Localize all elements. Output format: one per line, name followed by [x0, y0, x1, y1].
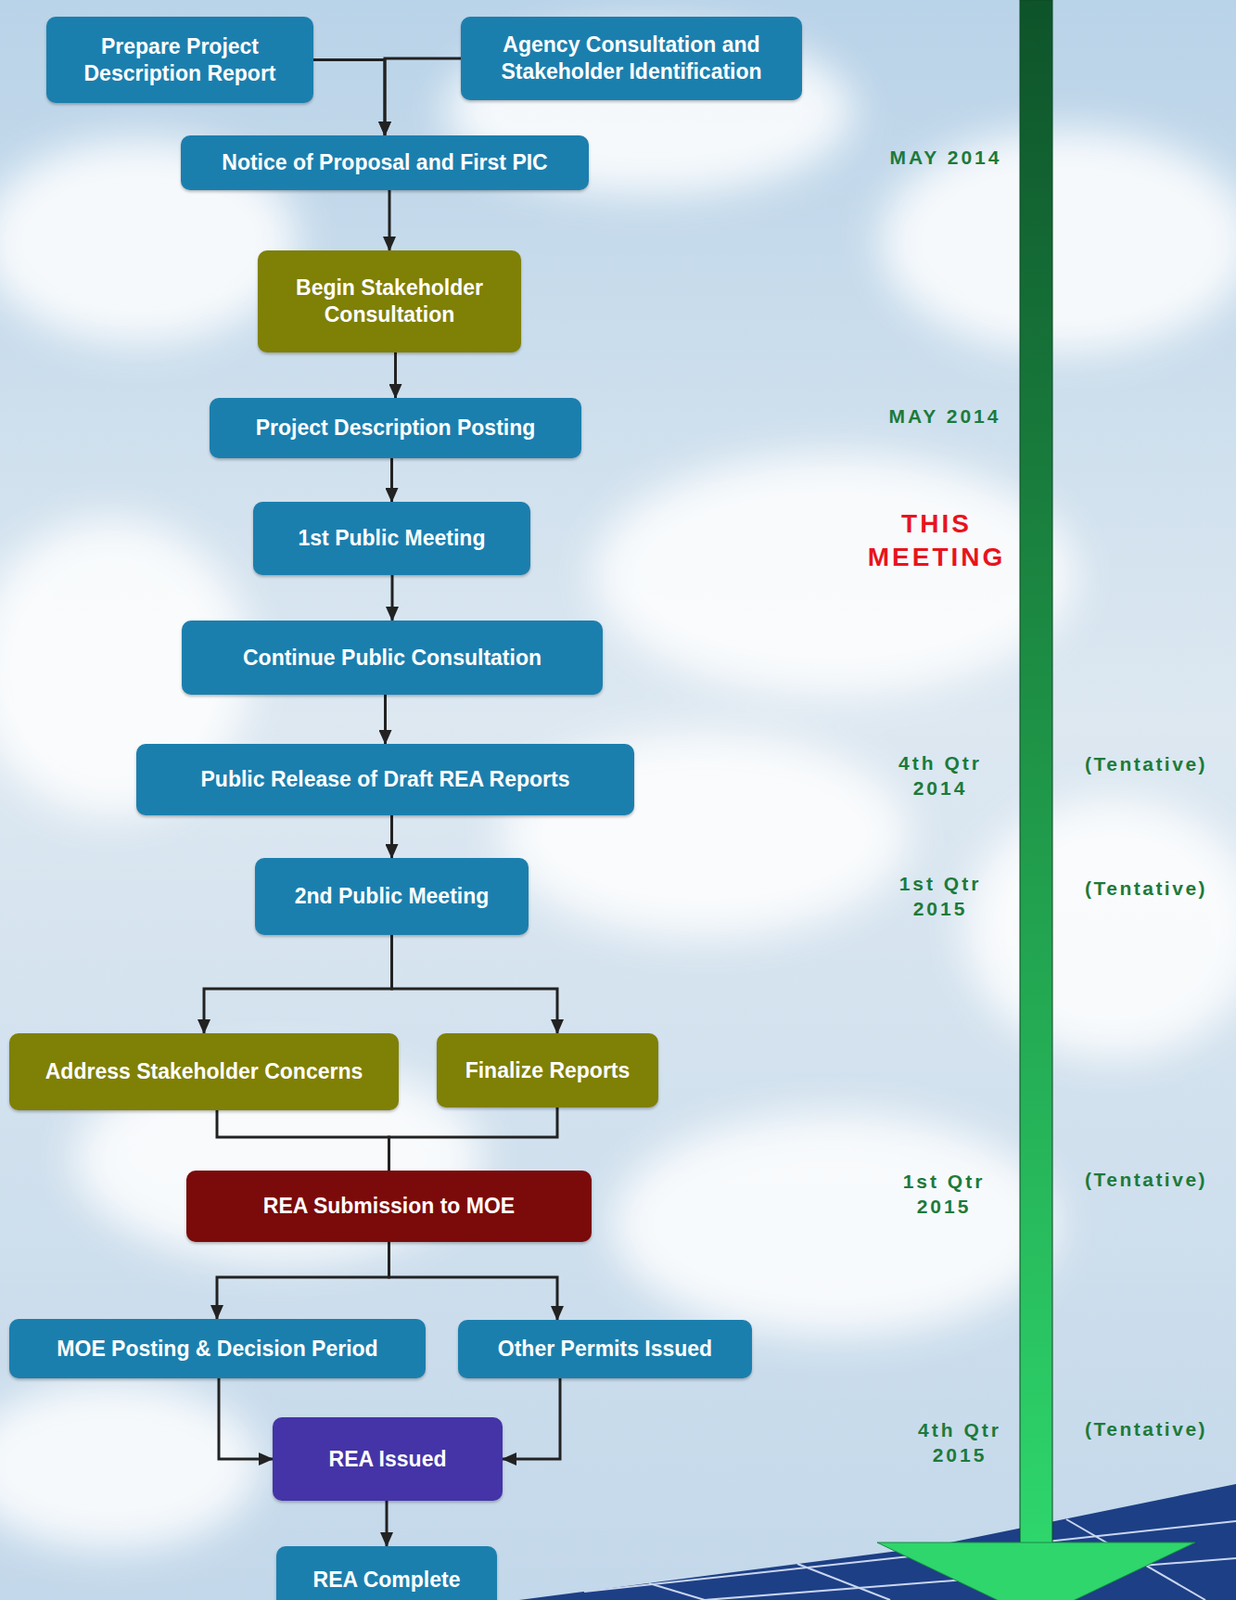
box-label: Prepare Project Description Report [59, 33, 301, 88]
connector-arrow [389, 1107, 559, 1171]
connector-arrow [216, 1109, 390, 1171]
text-group: Public Release of Draft REA Reports [201, 765, 571, 793]
box-label: Address Stakeholder Concerns [45, 1057, 364, 1085]
text-group: REA Complete [313, 1566, 461, 1593]
box-label: 2nd Public Meeting [294, 882, 490, 910]
status-note: (Tentative) [1062, 751, 1230, 777]
status-note: (Tentative) [1062, 875, 1230, 901]
box-label: Continue Public Consultation [242, 644, 542, 672]
box-label: Agency Consultation and Stakeholder Iden… [473, 31, 790, 86]
text-group: Prepare Project Description Report [59, 33, 301, 88]
current-marker: THIS MEETING [857, 507, 1016, 575]
status-note: (Tentative) [1062, 1415, 1230, 1441]
box-label: Public Release of Draft REA Reports [201, 765, 571, 793]
text-group: Address Stakeholder Concerns [45, 1057, 364, 1085]
text-group: Begin Stakeholder Consultation [270, 274, 509, 329]
text-group: Project Description Posting [255, 414, 536, 442]
box-label: MOE Posting & Decision Period [56, 1335, 378, 1363]
text-group: 1st Public Meeting [298, 524, 486, 552]
box-label: Other Permits Issued [497, 1335, 713, 1363]
box-label: Begin Stakeholder Consultation [270, 274, 509, 329]
date-label: MAY 2014 [866, 403, 1024, 429]
date-label: 1st Qtr 2015 [882, 870, 999, 922]
text-group: Continue Public Consultation [242, 644, 542, 672]
connector-arrow [384, 58, 461, 136]
connector-arrow [313, 60, 385, 137]
text-group: MOE Posting & Decision Period [56, 1335, 378, 1363]
consultation-box: Address Stakeholder Concerns [9, 1032, 399, 1110]
process-box: Other Permits Issued [458, 1319, 752, 1378]
connector-arrow [216, 1241, 390, 1319]
connector-arrow [389, 1241, 559, 1320]
process-box: Public Release of Draft REA Reports [136, 743, 635, 816]
connector-arrow [218, 1377, 273, 1459]
status-note: (Tentative) [1062, 1166, 1230, 1192]
connector-arrow [388, 190, 392, 251]
process-box: MOE Posting & Decision Period [9, 1318, 426, 1378]
box-label: REA Complete [313, 1566, 461, 1593]
text-group: REA Issued [329, 1445, 447, 1473]
date-label: 4th Qtr 2014 [882, 750, 999, 802]
connector-arrow [383, 694, 387, 744]
consultation-box: Begin Stakeholder Consultation [257, 250, 522, 353]
process-box: Agency Consultation and Stakeholder Iden… [460, 16, 803, 101]
meeting-box: 2nd Public Meeting [254, 857, 529, 935]
connector-arrow [394, 352, 397, 398]
text-group: Finalize Reports [465, 1057, 631, 1084]
box-label: Finalize Reports [465, 1057, 631, 1084]
box-label: 1st Public Meeting [298, 524, 486, 552]
connector-arrow [391, 574, 395, 621]
consultation-box: Finalize Reports [436, 1032, 659, 1108]
timeline-arrow [877, 0, 1196, 1600]
text-group: 2nd Public Meeting [294, 882, 490, 910]
text-group: Agency Consultation and Stakeholder Iden… [473, 31, 790, 86]
process-box: Continue Public Consultation [181, 620, 603, 695]
process-box: Prepare Project Description Report [46, 16, 314, 103]
connector-arrow [385, 1500, 389, 1546]
process-box: REA Complete [276, 1545, 497, 1600]
date-label: MAY 2014 [866, 144, 1025, 170]
date-label: 1st Qtr 2015 [886, 1168, 1003, 1220]
text-group: Notice of Proposal and First PIC [221, 149, 548, 177]
text-group: REA Submission to MOE [263, 1192, 515, 1220]
approval-box: REA Issued [272, 1416, 503, 1501]
process-box: Project Description Posting [209, 397, 582, 459]
box-label: REA Submission to MOE [263, 1192, 515, 1220]
connector-arrow [390, 815, 394, 858]
box-label: Notice of Proposal and First PIC [221, 149, 548, 177]
connector-arrow [502, 1377, 561, 1459]
meeting-box: 1st Public Meeting [253, 501, 531, 575]
submission-box: REA Submission to MOE [186, 1170, 592, 1242]
connector-arrow [203, 934, 393, 1033]
box-label: REA Issued [329, 1445, 447, 1473]
connector-arrow [392, 934, 559, 1033]
text-group: Other Permits Issued [497, 1335, 713, 1363]
process-box: Notice of Proposal and First PIC [180, 135, 589, 191]
date-label: 4th Qtr 2015 [902, 1416, 1019, 1468]
box-label: Project Description Posting [255, 414, 536, 442]
connector-arrow [390, 458, 394, 502]
